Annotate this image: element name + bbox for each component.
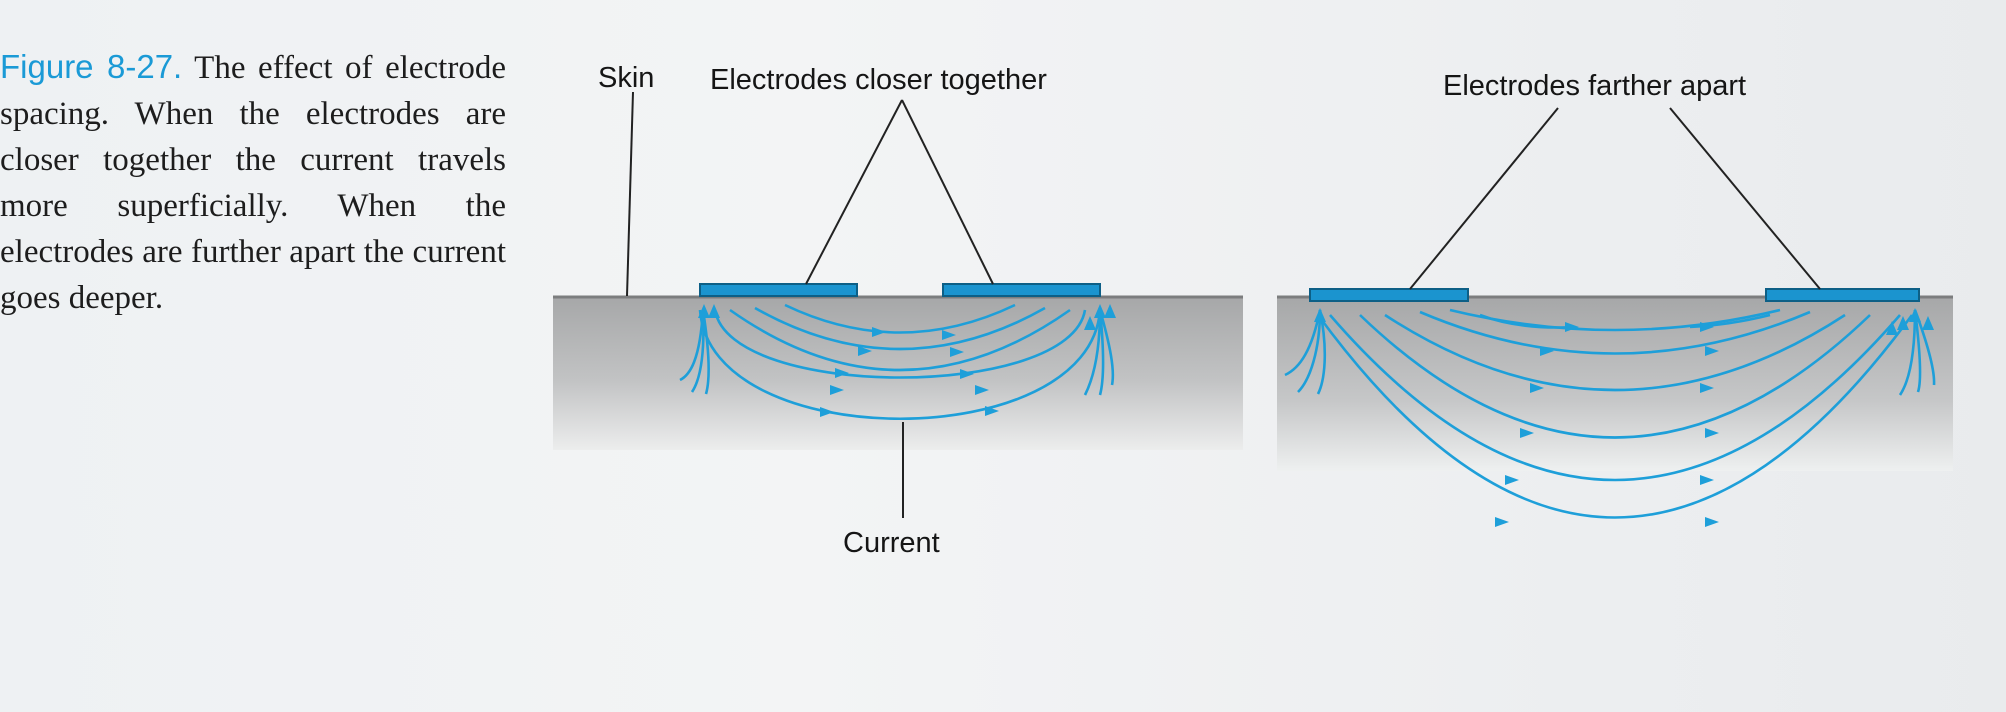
electrode-left-1 — [699, 283, 858, 297]
current-arrowheads-right — [1314, 308, 1934, 527]
arrowhead — [950, 347, 964, 357]
arrowhead — [830, 385, 844, 395]
leader-line-electrodes-farther-2 — [1669, 107, 1821, 290]
arrowhead — [1104, 304, 1116, 318]
arrowhead — [1700, 475, 1714, 485]
current-path — [1098, 309, 1115, 386]
leader-line-electrodes-closer-1 — [805, 99, 903, 285]
leader-line-skin — [626, 91, 634, 297]
arrowhead — [1909, 308, 1921, 322]
arrowhead — [1705, 517, 1719, 527]
arrowhead — [1084, 316, 1096, 330]
tissue-block-left — [553, 296, 1243, 450]
current-path — [713, 309, 1087, 379]
arrowhead — [1922, 316, 1934, 330]
current-path — [1479, 313, 1576, 329]
arrowhead — [975, 385, 989, 395]
current-path — [701, 309, 710, 395]
current-path — [729, 308, 1071, 372]
current-path — [754, 306, 1046, 351]
current-path — [1098, 309, 1105, 396]
arrowhead — [1520, 428, 1534, 438]
electrode-left-2 — [942, 283, 1101, 297]
current-path — [784, 303, 1016, 334]
leader-line-electrodes-farther-1 — [1409, 107, 1559, 290]
caption-text: The effect of electrode spacing. When th… — [0, 50, 506, 316]
arrowhead — [820, 407, 834, 417]
current-path — [679, 309, 705, 382]
tissue-block-right — [1277, 296, 1953, 471]
panel-closer-together: Skin Electrodes closer together Current — [553, 62, 1243, 559]
arrowhead — [698, 304, 710, 318]
arrowhead — [1705, 428, 1719, 438]
electrode-right-2 — [1765, 288, 1920, 302]
arrowhead — [1495, 517, 1509, 527]
panel-farther-apart: Electrodes farther apart — [1277, 70, 1953, 527]
arrowhead — [985, 406, 999, 416]
label-electrodes-closer: Electrodes closer together — [710, 64, 1047, 96]
arrowhead — [1886, 321, 1898, 335]
current-path — [1359, 314, 1871, 439]
figure-caption: Figure 8-27. The effect of electrode spa… — [0, 44, 506, 321]
label-electrodes-farther: Electrodes farther apart — [1443, 70, 1746, 102]
arrowhead — [1505, 475, 1519, 485]
arrowhead — [1700, 322, 1714, 332]
current-path — [690, 309, 705, 393]
arrowhead — [1897, 316, 1909, 330]
arrowhead — [708, 304, 720, 318]
current-path — [1384, 313, 1846, 392]
arrowhead — [835, 368, 849, 378]
label-skin: Skin — [598, 62, 654, 94]
arrowhead — [1700, 383, 1714, 393]
current-path — [1419, 310, 1811, 355]
current-path — [1689, 313, 1771, 329]
current-paths-left — [679, 303, 1115, 421]
arrowhead — [960, 369, 974, 379]
current-arrowheads-left — [698, 304, 1116, 417]
arrowhead — [872, 327, 886, 337]
arrowhead — [858, 346, 872, 356]
figure-number: Figure 8-27. — [0, 48, 183, 85]
arrowhead — [1540, 346, 1554, 356]
current-path — [1329, 314, 1901, 482]
arrowhead — [942, 330, 956, 340]
arrowhead — [1094, 304, 1106, 318]
arrowhead — [1530, 383, 1544, 393]
current-path — [1316, 314, 1914, 519]
current-path — [698, 309, 1102, 421]
arrowhead — [1705, 346, 1719, 356]
leader-line-electrodes-closer-2 — [901, 99, 994, 285]
arrowhead — [1314, 308, 1326, 322]
electrode-right-1 — [1309, 288, 1469, 302]
label-current: Current — [843, 527, 940, 559]
arrowhead — [1565, 322, 1579, 332]
